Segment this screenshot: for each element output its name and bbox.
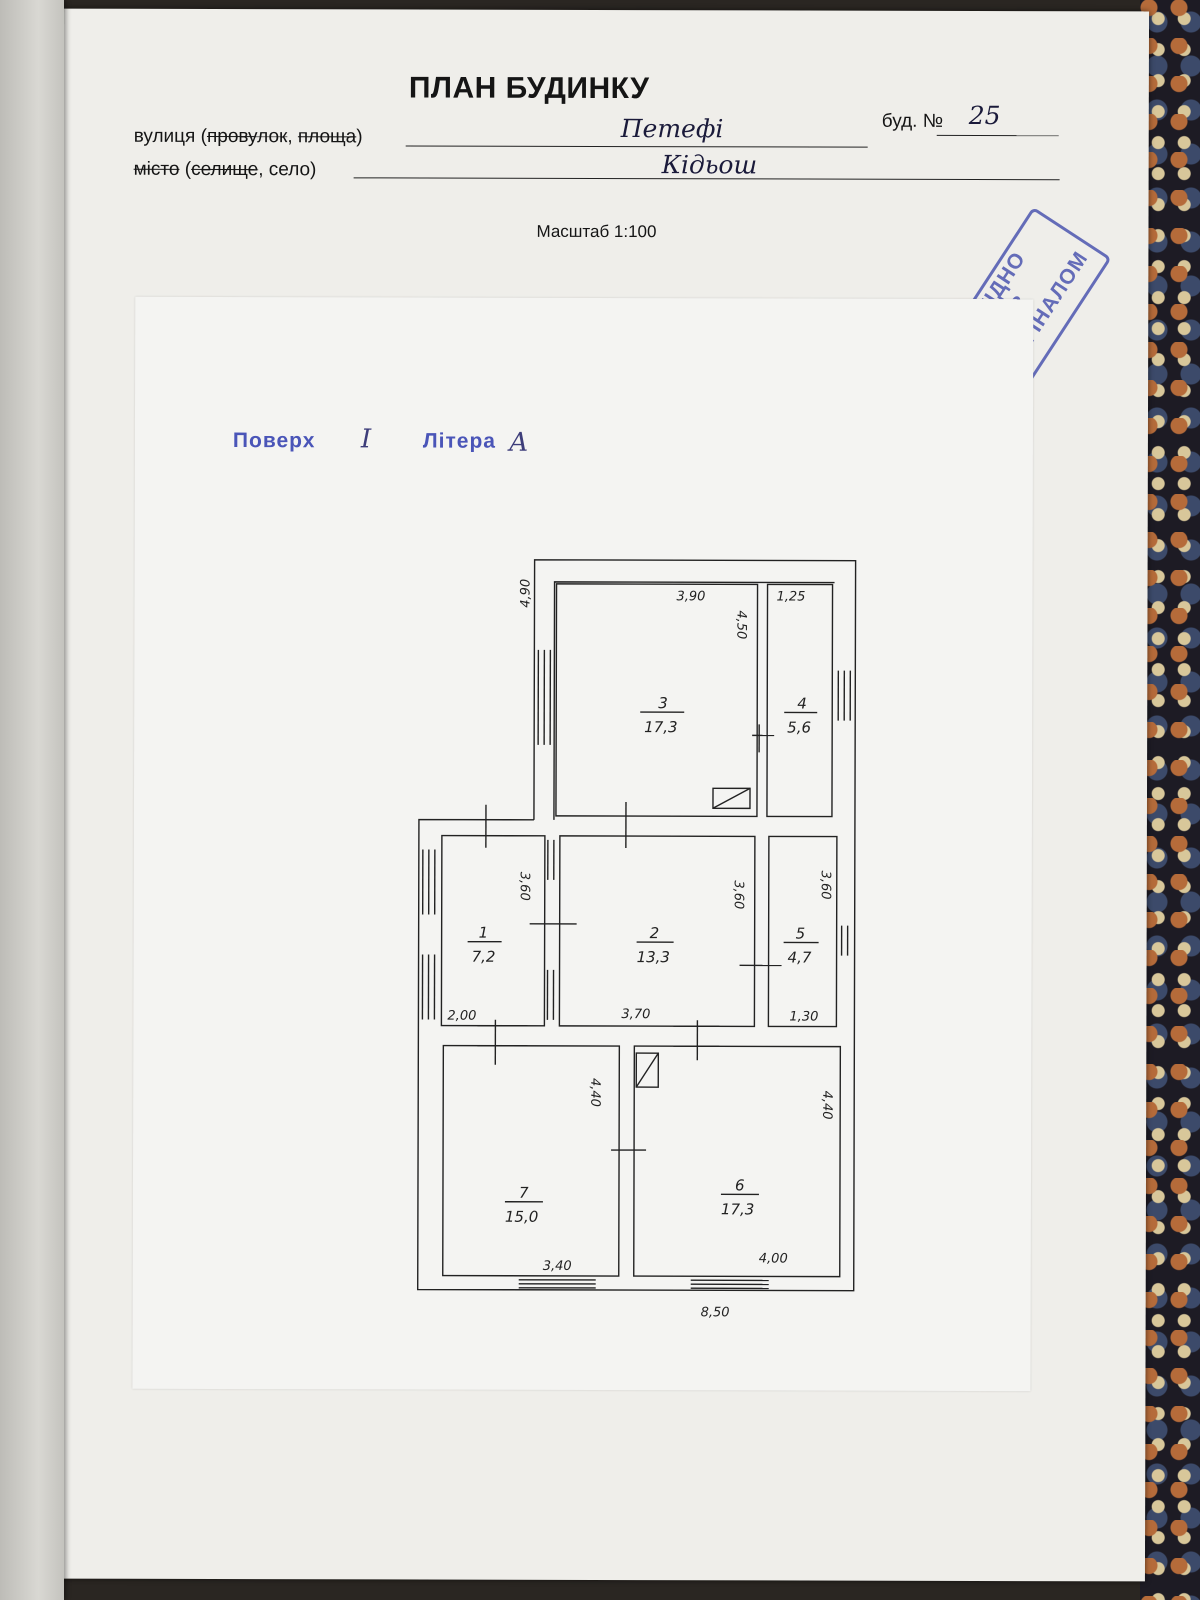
inner-wall-line	[553, 581, 835, 820]
dim-room-6-width: 4,00	[759, 1251, 788, 1266]
dim-room-6-height: 4,40	[819, 1091, 834, 1120]
room-5-number: 5	[796, 925, 806, 943]
dim-room-5-height: 3,60	[818, 871, 833, 900]
room-2-outline	[558, 835, 756, 1028]
room-5-area: 4,7	[788, 948, 812, 966]
room-2-number: 2	[650, 924, 660, 942]
room-3-number: 3	[658, 694, 668, 712]
room-7-number: 7	[519, 1184, 529, 1202]
room-6-number: 6	[735, 1176, 745, 1194]
room-6-outline	[633, 1045, 842, 1278]
room-1-number: 1	[479, 924, 489, 942]
dim-room-2-width: 3,70	[621, 1007, 650, 1022]
background-fabric	[1140, 0, 1200, 1600]
floor-plan: 3 17,3 4 5,6 1 7,2 2 13,3 5 4,7 6 17,3 7…	[417, 559, 857, 1320]
dim-left-upper: 4,90	[518, 579, 533, 608]
outer-wall	[417, 559, 857, 1292]
room-2-area: 13,3	[637, 948, 670, 966]
dim-room-1-width: 2,00	[447, 1009, 476, 1024]
door-marks	[477, 724, 782, 1151]
dim-room-7-height: 4,40	[587, 1078, 602, 1107]
room-4-area: 5,6	[787, 718, 811, 736]
document-page: ПЛАН БУДИНКУ вулиця (провулок, площа) Пе…	[59, 8, 1150, 1582]
dim-room-1-height: 3,60	[517, 872, 532, 901]
dim-room-7-width: 3,40	[543, 1259, 572, 1274]
page-fold	[0, 0, 64, 1600]
room-3-outline	[555, 583, 759, 818]
room-1-area: 7,2	[472, 948, 496, 966]
room-4-number: 4	[797, 695, 807, 713]
dim-room-3-height: 4,50	[733, 610, 748, 639]
room-5-outline	[767, 835, 838, 1028]
dim-room-4-width: 1,25	[776, 589, 805, 604]
dim-room-5-width: 1,30	[789, 1009, 818, 1024]
room-3-area: 17,3	[644, 718, 677, 736]
room-7-outline	[442, 1044, 621, 1277]
dim-room-3-width: 3,90	[676, 589, 705, 604]
room-1-outline	[440, 834, 546, 1027]
stove-room-6	[635, 1052, 660, 1088]
stove-room-3	[712, 787, 751, 810]
window-marks	[421, 649, 852, 1290]
room-7-area: 15,0	[505, 1208, 538, 1226]
dim-room-2-height: 3,60	[731, 880, 746, 909]
room-4-outline	[766, 583, 834, 818]
dim-total-width: 8,50	[701, 1305, 730, 1320]
room-6-area: 17,3	[721, 1200, 754, 1218]
